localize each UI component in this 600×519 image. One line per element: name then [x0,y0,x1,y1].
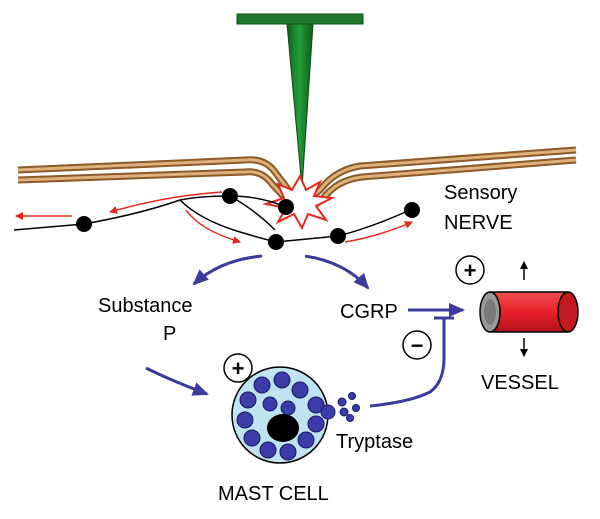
substance-p-label-line2: P [163,323,176,345]
plus-mast-badge: + [223,353,253,383]
pathway-arrows [145,254,465,408]
sensory-label: Sensory [444,182,517,204]
sensory-nerve [13,195,411,243]
nerve-signal-arrows [15,191,413,244]
injury-starburst-icon [262,173,336,231]
mast-cell [231,366,329,464]
tryptase-label: Tryptase [336,431,413,453]
nerve-nodes [76,188,420,250]
needle [236,13,364,189]
plus-mast-sign: + [232,356,245,381]
blood-vessel [479,291,579,333]
mast-cell-granules [236,371,325,461]
nerve-label: NERVE [444,212,513,234]
cgrp-label: CGRP [340,301,398,323]
released-granules [320,392,360,422]
plus-vessel-badge: + [455,255,485,285]
vessel-label: VESSEL [481,372,559,394]
plus-vessel-sign: + [464,258,477,283]
minus-vessel-sign: − [411,333,424,358]
minus-vessel-badge: − [402,330,432,360]
mast-cell-label: MAST CELL [218,483,329,505]
substance-p-label-line1: Substance [98,295,193,317]
mast-cell-nucleus [267,414,299,442]
